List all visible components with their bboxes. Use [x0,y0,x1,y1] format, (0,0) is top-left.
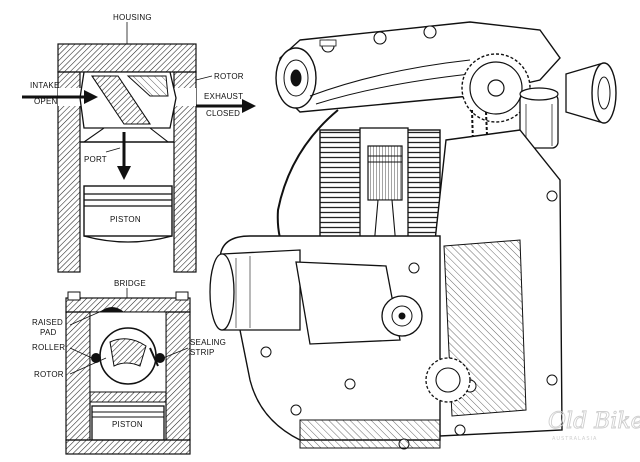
watermark-title: Old Bike [548,409,640,434]
bridge-bar [65,297,191,313]
dynamo [209,249,301,331]
label-port: PORT [84,155,107,164]
raised-pad [100,307,124,312]
label-rotor-top: ROTOR [214,72,244,81]
roller-left [91,353,101,363]
magneto-housing [295,261,423,345]
watermark-subtitle: AUSTRALASIA [552,436,597,442]
label-exhaust-closed: CLOSED [206,109,240,118]
port-opening [82,127,170,143]
housing-top-block [57,43,197,73]
label-bridge: BRIDGE [114,279,146,288]
piston-top-diagram [83,185,173,243]
label-exhaust: EXHAUST [204,92,243,101]
rotor-passage [90,75,152,125]
crank-sprocket [425,357,471,403]
exhaust-stub [565,62,617,124]
label-piston-top: PISTON [110,215,141,224]
label-piston-bottom: PISTON [112,420,143,429]
magneto-unit [519,87,559,149]
timing-gear-upper [461,53,531,123]
port-arrow [117,132,131,180]
piston-cutaway [367,145,403,201]
label-sealing: SEALING [190,338,226,347]
label-roller: ROLLER [32,343,65,352]
rotary-valve-section-diagram: HOUSING ROTOR INTAKE OPEN EXHAUST CLOSED… [22,13,256,273]
label-rotor-bottom: ROTOR [34,370,64,379]
cylinder-barrel [319,127,441,253]
intake-arrow [22,90,98,104]
sealing-strip [149,347,159,367]
label-intake: INTAKE [30,81,60,90]
label-intake-open: OPEN [34,97,57,106]
cylinder-wall-right [173,71,197,273]
rotor-lobe [126,75,169,97]
roller-right [155,353,165,363]
piston-bottom-diagram [91,405,165,441]
old-bike-watermark-logo: Old Bike AUSTRALASIA [548,409,640,442]
rotor-seal-section-diagram: BRIDGE RAISED PAD ROLLER SEALING STRIP R… [32,279,226,455]
cylinder-wall-left [57,71,81,273]
label-sealing-strip: STRIP [190,348,215,357]
label-housing: HOUSING [113,13,152,22]
label-raised-pad: PAD [40,328,56,337]
engine-cutaway-illustration [209,21,617,450]
exhaust-arrow [196,99,256,113]
label-raised: RAISED [32,318,63,327]
